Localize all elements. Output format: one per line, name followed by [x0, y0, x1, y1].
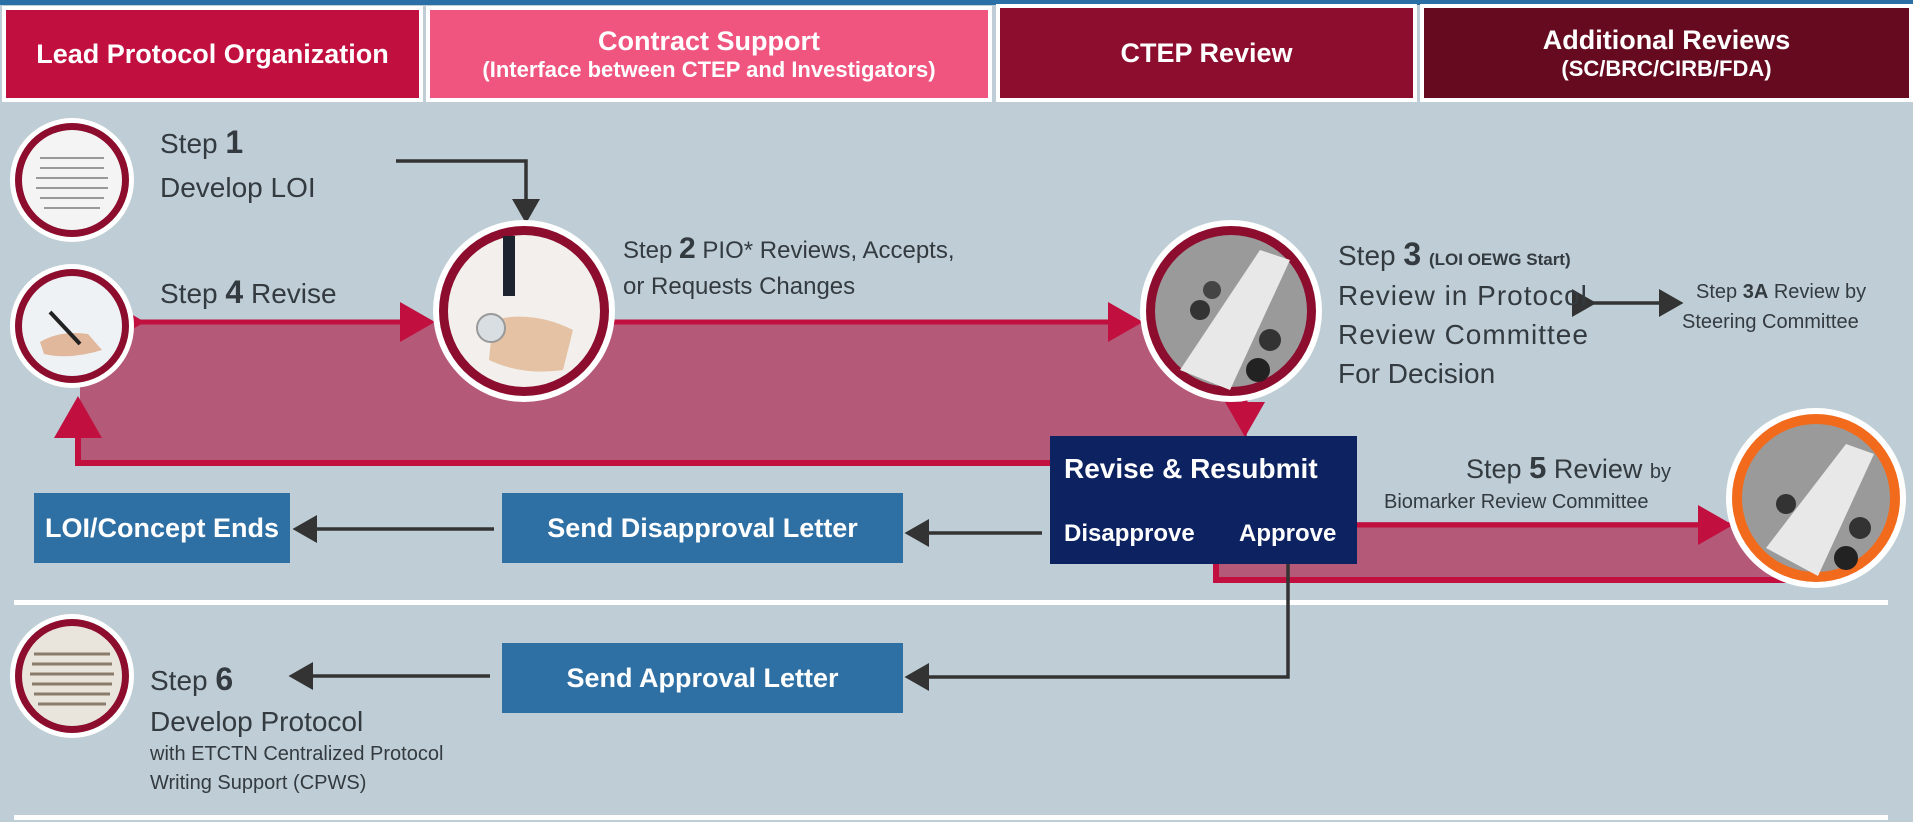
- step-description: Revise: [250, 278, 337, 309]
- biomarker-meeting-photo-icon: [1726, 408, 1906, 588]
- header-contract-support: Contract Support (Interface between CTEP…: [426, 6, 992, 102]
- step-description: by: [1649, 461, 1671, 483]
- section-divider: [14, 600, 1888, 605]
- decision-title: Revise & Resubmit: [1064, 453, 1318, 484]
- step1-description: Develop LOI: [160, 172, 316, 203]
- arrow-decision-back-to-step4: [54, 396, 1050, 466]
- step-number: 3A: [1742, 281, 1769, 303]
- decision-disapprove: Disapprove: [1064, 520, 1195, 547]
- step5-description-line2: Biomarker Review Committee: [1384, 491, 1649, 513]
- step2-label: Step 2 PIO* Reviews, Accepts,: [623, 232, 955, 266]
- step-number: 5: [1529, 450, 1547, 485]
- step-description: Review: [1553, 454, 1643, 484]
- send-disapproval-letter-box: Send Disapproval Letter: [502, 493, 903, 563]
- decision-box: Revise & Resubmit Disapprove Approve: [1050, 436, 1357, 564]
- arrow-step1-to-step2: [396, 159, 540, 224]
- header-title: Additional Reviews: [1542, 24, 1791, 55]
- step6-description-line2: with ETCTN Centralized Protocol: [150, 743, 444, 765]
- step3-description-line1: Review in Protocol: [1338, 280, 1588, 311]
- step6-description-line3: Writing Support (CPWS): [150, 772, 367, 794]
- document-photo-icon: [10, 118, 134, 242]
- header-title: CTEP Review: [1120, 37, 1293, 68]
- step5-label: Step 5 Review by: [1466, 450, 1671, 486]
- loi-concept-ends-box: LOI/Concept Ends: [34, 493, 290, 563]
- step6-label: Step 6: [150, 661, 233, 698]
- revise-band: [80, 322, 1247, 463]
- header-additional-reviews: Additional Reviews (SC/BRC/CIRB/FDA): [1420, 4, 1913, 102]
- committee-meeting-photo-icon: [1140, 220, 1322, 402]
- header-subtitle: (Interface between CTEP and Investigator…: [482, 56, 936, 82]
- header-title: Contract Support: [598, 25, 820, 56]
- step1-label: Step 1: [160, 124, 243, 161]
- step-prefix: Step: [160, 128, 218, 159]
- desk-review-photo-icon: [433, 220, 615, 402]
- paper-stack-photo-icon: [10, 614, 134, 738]
- header-subtitle: (SC/BRC/CIRB/FDA): [1561, 55, 1772, 81]
- step-prefix: Step: [1466, 454, 1522, 484]
- step-description: PIO* Reviews, Accepts,: [702, 237, 955, 264]
- step-number: 2: [679, 232, 696, 265]
- step-prefix: Step: [160, 278, 218, 309]
- step3-label: Step 3 (LOI OEWG Start): [1338, 236, 1571, 273]
- step-number: 1: [225, 124, 244, 160]
- step-description: Review by: [1773, 281, 1867, 303]
- step-prefix: Step: [150, 665, 208, 696]
- step4-label: Step 4 Revise: [160, 274, 337, 311]
- top-rule: [0, 0, 1913, 5]
- arrow-approve-to-approval-letter: [904, 562, 1290, 691]
- step-prefix: Step: [1338, 240, 1396, 271]
- step-number: 4: [225, 274, 244, 310]
- section-divider: [14, 815, 1888, 820]
- step-prefix: Step: [1696, 281, 1738, 303]
- writing-hand-photo-icon: [10, 264, 134, 388]
- step5-return-line: [1213, 560, 1790, 583]
- step3-description-line3: For Decision: [1338, 358, 1496, 389]
- step3-description-line2: Review Committee: [1338, 319, 1589, 350]
- step6-description-line1: Develop Protocol: [150, 706, 364, 737]
- header-lead-protocol-organization: Lead Protocol Organization: [2, 6, 423, 102]
- step3a-label: Step 3A Review by: [1696, 281, 1866, 304]
- header-ctep-review: CTEP Review: [996, 4, 1417, 102]
- approve-band: [1216, 522, 1790, 580]
- header-title: Lead Protocol Organization: [36, 38, 389, 69]
- step-number: 3: [1403, 236, 1422, 272]
- decision-approve: Approve: [1239, 520, 1337, 547]
- send-approval-letter-box: Send Approval Letter: [502, 643, 903, 713]
- step-note: (LOI OEWG Start): [1428, 250, 1571, 269]
- step2-description-line2: or Requests Changes: [623, 273, 856, 300]
- step-number: 6: [215, 661, 234, 697]
- step-prefix: Step: [623, 237, 673, 264]
- step3a-description-line2: Steering Committee: [1682, 311, 1859, 333]
